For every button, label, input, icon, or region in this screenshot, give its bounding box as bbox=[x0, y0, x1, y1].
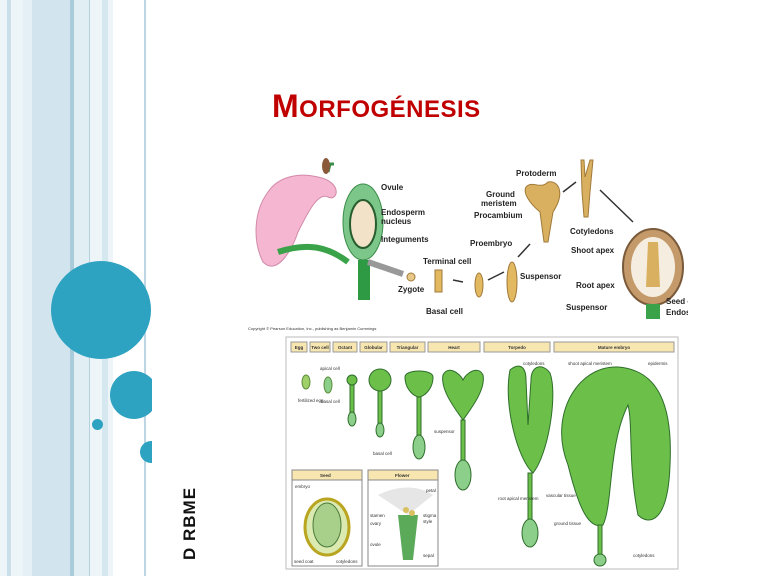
label-endosperm-nucleus: Endosperm bbox=[381, 208, 425, 217]
circle-dot bbox=[92, 419, 103, 430]
stage-header-box bbox=[332, 341, 358, 353]
label-style: style bbox=[423, 519, 433, 524]
seed-panel-title: Seed bbox=[320, 473, 331, 478]
label-procambium: Procambium bbox=[474, 211, 522, 220]
label-fertilized-egg: fertilized egg bbox=[298, 398, 324, 403]
stage-header-box bbox=[483, 341, 551, 353]
label-protoderm: Protoderm bbox=[516, 169, 556, 178]
label-suspensor-2: Suspensor bbox=[566, 303, 607, 312]
label-root-apex: Root apex bbox=[576, 281, 615, 290]
label-shoot-apex: Shoot apex bbox=[571, 246, 615, 255]
label-ground-tissue: ground tissue bbox=[554, 521, 582, 526]
label-embryo: embryo bbox=[295, 484, 311, 489]
label-zygote: Zygote bbox=[398, 285, 425, 294]
label-integuments: Integuments bbox=[381, 235, 429, 244]
stage-header-label: Two cell bbox=[311, 345, 328, 350]
label-seed-cotyledons: cotyledons bbox=[336, 559, 358, 564]
slide-title: MORFOGÉNESIS bbox=[272, 88, 481, 125]
label-endosperm-nucleus-2: nucleus bbox=[381, 217, 412, 226]
label-seed-coat: Seed coat bbox=[666, 297, 688, 306]
stage-header-box bbox=[389, 341, 426, 353]
label-suspensor: Suspensor bbox=[520, 272, 561, 281]
figure-seed-development: Ovule Endosperm nucleus Integuments Zygo… bbox=[255, 158, 688, 319]
label-terminal-cell: Terminal cell bbox=[423, 257, 471, 266]
label-seed-coat: seed coat bbox=[294, 559, 314, 564]
stage-header-label: Globular bbox=[364, 345, 383, 350]
label-apical-cell: apical cell bbox=[320, 366, 340, 371]
stage-header-box bbox=[359, 341, 388, 353]
label-ovary: ovary bbox=[370, 521, 382, 526]
label-basal-cell: Basal cell bbox=[426, 307, 463, 316]
label-endosperm: Endosperm bbox=[666, 308, 688, 317]
stage-header-box bbox=[427, 341, 481, 353]
stage-header-label: Mature embryo bbox=[598, 345, 631, 350]
title-rest: ORFOGÉNESIS bbox=[299, 96, 481, 123]
stage-header-box bbox=[553, 341, 675, 353]
label-petal: petal bbox=[426, 488, 436, 493]
decorative-circles bbox=[0, 0, 152, 576]
label-basal-cell-2: basal cell bbox=[373, 451, 392, 456]
label-cotyledons-2: cotyledons bbox=[633, 553, 655, 558]
seed-panel: Seed embryo seed coat cotyledons bbox=[291, 469, 363, 567]
circle-small bbox=[140, 441, 152, 463]
label-root-apical-meristem: root apical meristem bbox=[498, 496, 539, 501]
label-epidermis: epidermis bbox=[648, 361, 668, 366]
circle-medium bbox=[110, 371, 152, 419]
side-label: D RBME bbox=[180, 486, 199, 560]
label-vascular-tissue: vascular tissue bbox=[546, 493, 576, 498]
circle-large bbox=[51, 261, 151, 359]
flower-panel: Flower petal stamen stigma style ovary o… bbox=[367, 469, 439, 567]
copyright-text: Copyright © Pearson Education, Inc., pub… bbox=[248, 326, 376, 331]
label-proembryo: Proembryo bbox=[470, 239, 512, 248]
label-sepal: sepal bbox=[423, 553, 434, 558]
stage-header-label: Heart bbox=[448, 345, 460, 350]
label-shoot-apical-meristem: shoot apical meristem bbox=[568, 361, 612, 366]
figure-embryo-stages: Copyright © Pearson Education, Inc., pub… bbox=[248, 326, 679, 570]
stage-header-label: Egg bbox=[295, 345, 304, 350]
title-initial: M bbox=[272, 88, 300, 124]
label-ovule: Ovule bbox=[381, 183, 404, 192]
label-stigma: stigma bbox=[423, 513, 437, 518]
label-cotyledons: Cotyledons bbox=[570, 227, 614, 236]
label-ground-meristem-2: meristem bbox=[481, 199, 517, 208]
stage-header-label: Octant bbox=[338, 345, 353, 350]
label-cotyledons: cotyledons bbox=[523, 361, 545, 366]
stage-header-label: Torpedo bbox=[508, 345, 526, 350]
label-suspensor: suspensor bbox=[434, 429, 455, 434]
label-ovule: ovule bbox=[370, 542, 381, 547]
label-stamen: stamen bbox=[370, 513, 385, 518]
stage-header-box bbox=[290, 341, 308, 353]
stage-header-label: Triangular bbox=[397, 345, 419, 350]
flower-panel-title: Flower bbox=[395, 473, 410, 478]
label-ground-meristem: Ground bbox=[486, 190, 515, 199]
stage-header-box bbox=[309, 341, 331, 353]
label-basal-cell-1: basal cell bbox=[321, 399, 340, 404]
